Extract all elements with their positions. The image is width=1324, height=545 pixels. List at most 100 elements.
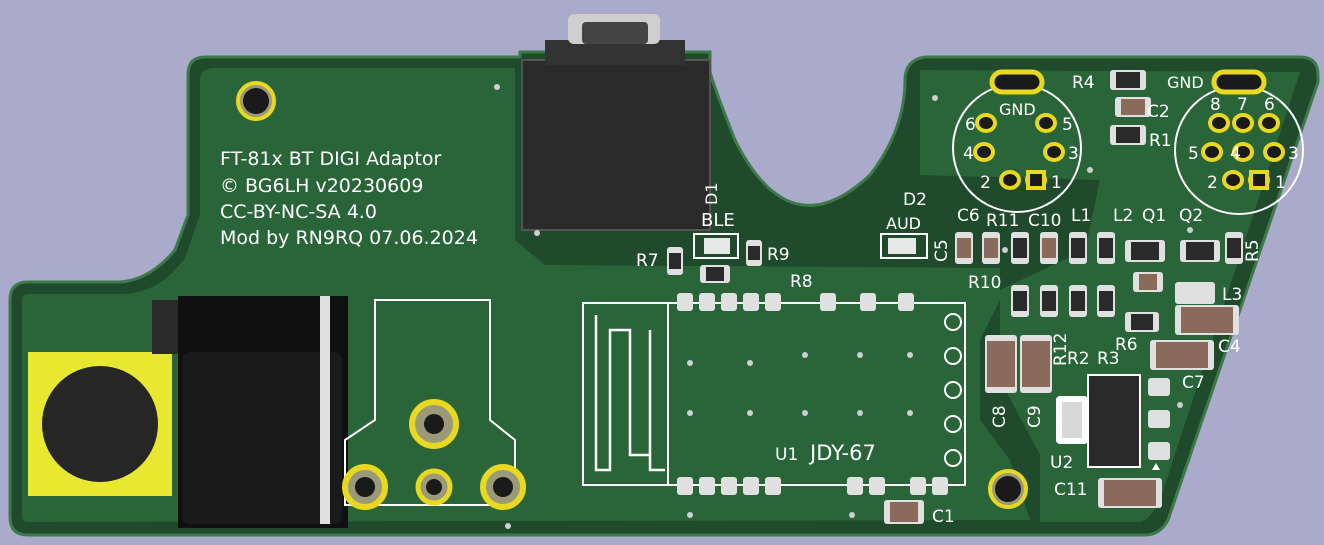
din-right-pin1-label: 1 xyxy=(1275,173,1286,193)
via xyxy=(505,523,511,529)
l3-label: L3 xyxy=(1222,285,1242,305)
din-pin xyxy=(973,142,995,162)
module-pad xyxy=(677,477,693,495)
smd-component xyxy=(1150,340,1214,370)
aud-label: AUD xyxy=(886,214,921,233)
r9-label: R9 xyxy=(767,245,790,265)
smd-component xyxy=(1011,285,1029,317)
din-pin xyxy=(1201,142,1223,162)
c11-label: C11 xyxy=(1054,480,1088,500)
din-pin xyxy=(1222,170,1244,190)
via xyxy=(907,410,913,416)
c4-label: C4 xyxy=(1218,337,1241,357)
smd-component xyxy=(884,500,924,524)
din-pin xyxy=(1208,113,1230,133)
module-label: JDY-67 xyxy=(808,441,876,465)
din-pin xyxy=(1232,142,1254,162)
via xyxy=(1187,227,1193,233)
u1-label: U1 xyxy=(775,445,798,465)
power-switch-footprint xyxy=(342,299,526,510)
module-pad xyxy=(699,293,715,311)
q2-label: Q2 xyxy=(1179,206,1203,226)
din-right-pin6-label: 6 xyxy=(1264,95,1275,115)
module-pad xyxy=(910,477,926,495)
module-pad xyxy=(721,293,737,311)
din-right-pin2-label: 2 xyxy=(1207,173,1218,193)
via xyxy=(534,230,540,236)
smd-component xyxy=(1098,478,1162,508)
din-left-pin4-label: 4 xyxy=(963,144,974,164)
c7-label: C7 xyxy=(1182,373,1205,393)
r1-label: R1 xyxy=(1149,131,1172,151)
din-right-gnd-label: GND xyxy=(1167,73,1204,92)
smd-component xyxy=(1175,305,1239,335)
u2-regulator xyxy=(1056,374,1170,470)
via xyxy=(907,352,913,358)
smd-component xyxy=(1175,282,1215,304)
module-pad xyxy=(721,477,737,495)
din-right-pin5-label: 5 xyxy=(1188,144,1199,164)
din-left-pin6-label: 6 xyxy=(965,115,976,135)
smd-component xyxy=(667,247,683,275)
r8-label: R8 xyxy=(790,272,813,292)
din-left-pin1-label: 1 xyxy=(1051,173,1062,193)
module-pad xyxy=(765,293,781,311)
smd-component xyxy=(982,232,1000,264)
via xyxy=(857,410,863,416)
module-pad xyxy=(847,477,863,495)
smd-component xyxy=(1133,272,1163,292)
audio-jack xyxy=(521,14,711,231)
smd-component xyxy=(1040,285,1058,317)
module-pad xyxy=(677,293,693,311)
din-left-gnd-label: GND xyxy=(999,100,1036,119)
smd-component xyxy=(1115,97,1151,117)
din-left-pin3-label: 3 xyxy=(1068,144,1079,164)
c8-label: C8 xyxy=(990,405,1010,428)
r12-label: R12 xyxy=(1051,333,1071,366)
module-pad xyxy=(765,477,781,495)
l1-label: L1 xyxy=(1071,206,1091,226)
din-right-pin3-label: 3 xyxy=(1288,144,1299,164)
r11-label: R11 xyxy=(986,211,1019,231)
module-castellation xyxy=(944,415,962,433)
module-pad xyxy=(898,293,914,311)
via xyxy=(494,84,500,90)
r5-label: R5 xyxy=(1243,239,1263,262)
via xyxy=(687,410,693,416)
d1-label: D1 xyxy=(702,183,721,206)
module-castellation xyxy=(944,449,962,467)
smd-component xyxy=(1125,312,1159,332)
board-license: CC-BY-NC-SA 4.0 xyxy=(220,201,377,223)
via xyxy=(802,410,808,416)
din-pin xyxy=(1258,113,1280,133)
c9-label: C9 xyxy=(1025,405,1045,428)
smd-component xyxy=(1097,285,1115,317)
board-copyright: © BG6LH v20230609 xyxy=(220,175,423,197)
c1-label: C1 xyxy=(932,507,955,527)
smd-component xyxy=(1040,232,1058,264)
module-castellation xyxy=(944,313,962,331)
r3-label: R3 xyxy=(1097,349,1120,369)
r10-label: R10 xyxy=(968,273,1001,293)
smd-component xyxy=(1180,240,1220,262)
din-right-pin7-label: 7 xyxy=(1237,95,1248,115)
board-title-block: FT-81x BT DIGI Adaptor © BG6LH v20230609… xyxy=(220,148,478,249)
din-pin xyxy=(1232,113,1254,133)
smd-component xyxy=(1110,125,1146,145)
smd-component xyxy=(1097,232,1115,264)
din-right-pin4-label: 4 xyxy=(1230,144,1241,164)
din-pin xyxy=(1035,113,1057,133)
q1-label: Q1 xyxy=(1142,206,1166,226)
ble-label: BLE xyxy=(701,210,735,231)
din-pin xyxy=(999,170,1021,190)
module-pad xyxy=(699,477,715,495)
smd-component xyxy=(985,335,1017,393)
din-pin xyxy=(975,113,997,133)
smd-component xyxy=(1110,70,1146,90)
via xyxy=(687,360,693,366)
module-pad xyxy=(932,477,948,495)
smd-component xyxy=(1069,232,1087,264)
c2-label: C2 xyxy=(1147,102,1170,122)
bt-module xyxy=(582,293,966,495)
